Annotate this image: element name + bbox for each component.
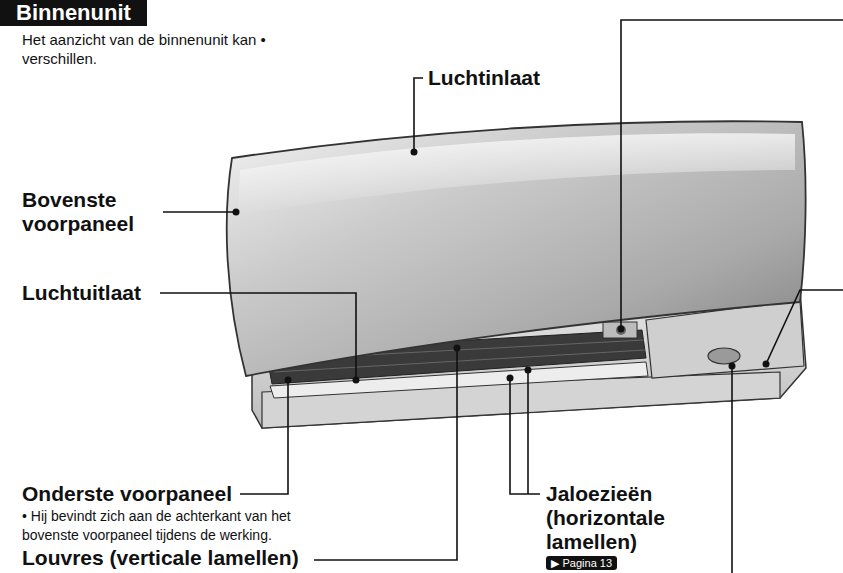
part-name: Onderste voorpaneel <box>22 482 232 506</box>
part-name: Louvres (verticale lamellen) <box>22 546 299 570</box>
part-name: Luchtinlaat <box>428 66 540 90</box>
section-title: Binnenunit <box>0 0 147 26</box>
part-name: Luchtuitlaat <box>22 281 141 305</box>
part-name: Bovenste voorpaneel <box>22 188 160 236</box>
part-name: Jaloezieën (horizontale lamellen) <box>546 482 718 554</box>
page-reference: ▶ Pagina 13 <box>546 556 617 570</box>
note-text: Het aanzicht van de binnenunit kan • ver… <box>22 30 307 68</box>
note-text: • Hij bevindt zich aan de achterkant van… <box>22 507 327 545</box>
